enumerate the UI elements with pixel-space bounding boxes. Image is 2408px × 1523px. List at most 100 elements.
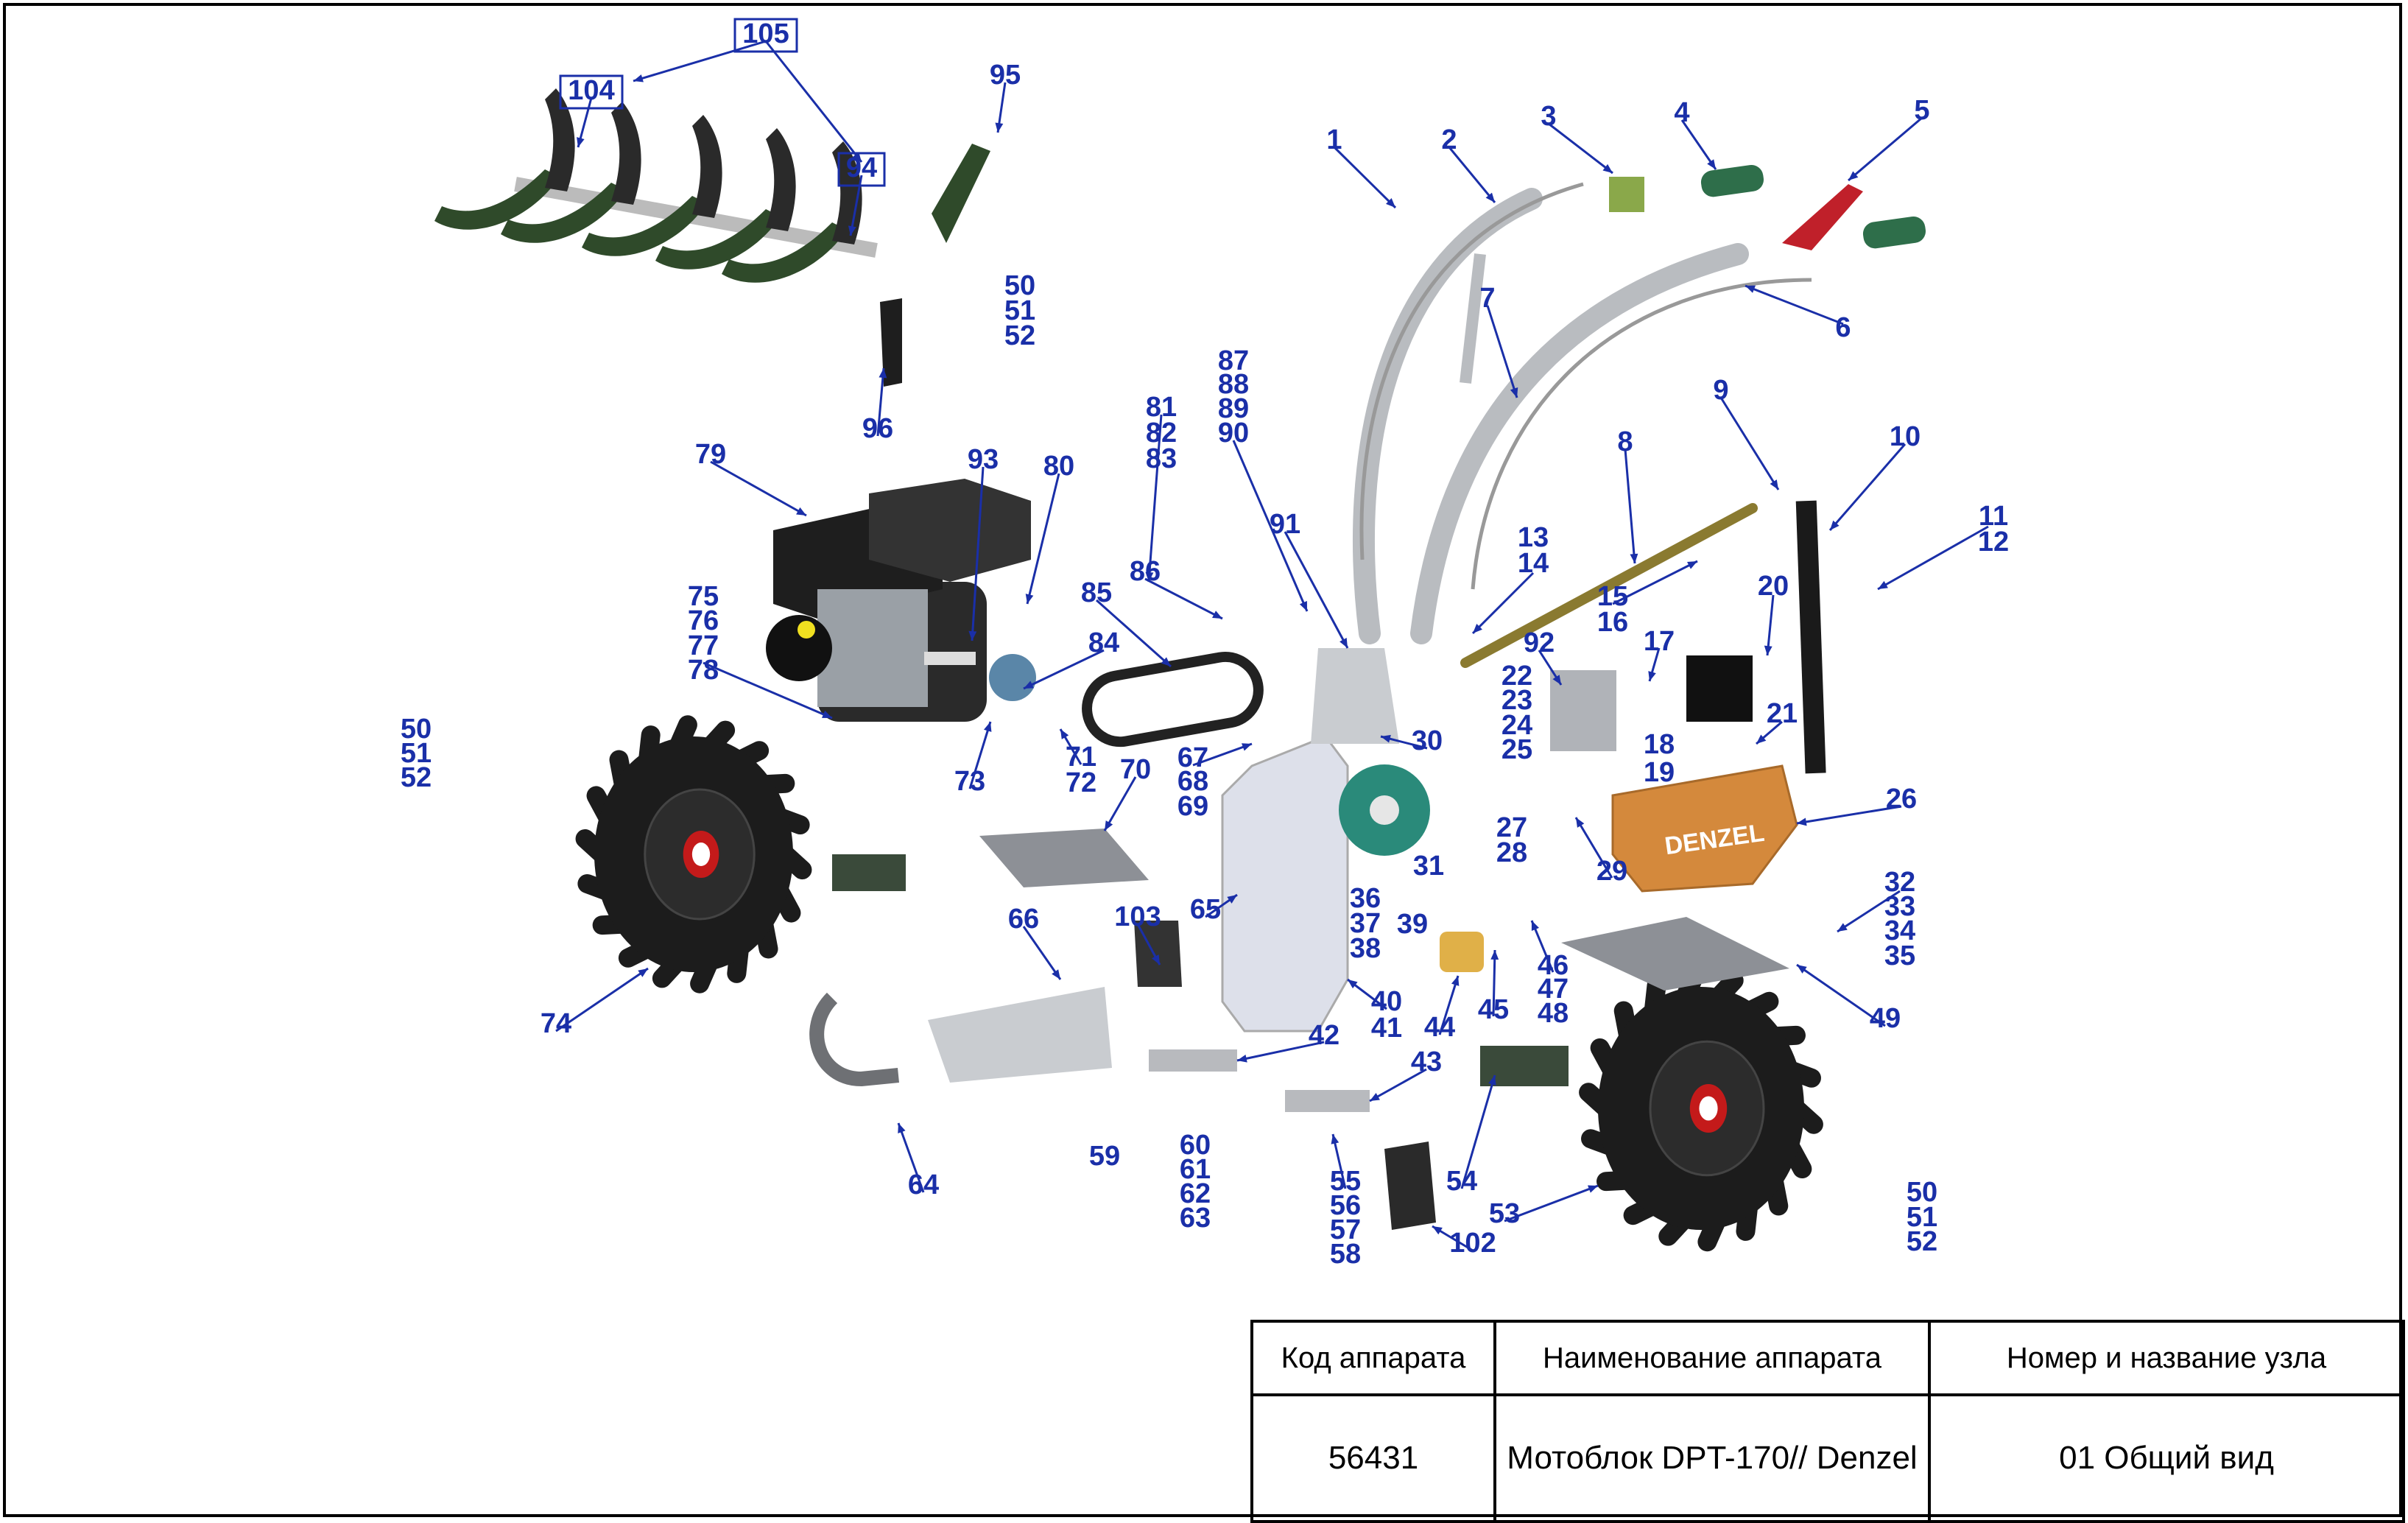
tiller-end-plate-lower [880,298,902,387]
callout-81: 81 [1146,392,1177,423]
callout-84: 84 [1088,627,1119,658]
callout-77: 77 [688,630,719,661]
callout-label: 52 [401,762,432,793]
leader-arrowhead [1473,624,1482,633]
callout-label: 27 [1496,812,1527,843]
leader-arrowhead [638,968,648,977]
callout-label: 85 [1081,577,1112,608]
callout-63: 63 [1180,1203,1211,1234]
callout-label: 12 [1978,527,2009,558]
callout-18: 18 [1644,729,1675,760]
callout-label: 34 [1884,915,1915,946]
engine-crankcase [817,589,928,707]
leader-arrowhead [1152,954,1160,965]
leader-line [1369,1068,1427,1102]
leader-arrowhead [1797,817,1807,826]
callout-label: 53 [1489,1198,1520,1229]
leader-arrowhead [983,722,992,732]
callout-label: 8 [1617,426,1633,457]
callout-repeat: 52 [1004,320,1035,351]
header-assembly-name: Номер и название узла [1928,1320,2405,1396]
callout-label: 26 [1886,784,1917,815]
leader-arrowhead [1370,1092,1380,1101]
callout-55: 55 [1330,1166,1361,1197]
title-block-header-row: Код аппарата Наименование аппарата Номер… [1250,1320,2405,1396]
leader-line [1848,116,1923,182]
transmission-housing [1221,735,1349,1033]
callout-label: 96 [862,413,893,444]
callout-label: 59 [1089,1141,1120,1172]
callout-label: 35 [1884,940,1915,971]
callout-label: 105 [742,18,789,49]
leader-arrowhead [1105,820,1113,831]
leader-arrowhead [1052,969,1060,979]
callout-label: 2 [1441,124,1457,155]
tiller-blade [501,183,626,243]
tiller-blade [582,196,707,256]
callout-label: 50 [401,714,432,745]
callout-repeat: 52 [1907,1226,1937,1257]
callout-box [733,18,798,53]
callout-4: 4 [1674,97,1689,128]
throttle-cable [1359,182,1584,560]
leader-line [1022,926,1062,980]
leader-line [1548,122,1613,175]
title-block-value-row: 56431 Мотоблок DPT-170// Denzel 01 Общий… [1250,1393,2405,1523]
leader-arrowhead [1381,734,1391,743]
leader-line [1192,742,1253,767]
engine-cap [798,621,815,639]
callout-96: 96 [862,413,893,444]
callout-label: 90 [1218,418,1249,449]
callout-74: 74 [541,1008,571,1039]
leader-line [1719,397,1780,490]
engine [766,479,1031,722]
callout-43: 43 [1411,1047,1442,1077]
callout-46: 46 [1538,950,1569,981]
tiller-blade [766,128,796,231]
bushing [1440,932,1484,972]
tiller-blade [434,169,560,230]
leader-arrowhead [1145,571,1154,582]
callout-83: 83 [1146,443,1177,474]
callout-repeat: 51 [1907,1202,1937,1233]
callout-label: 7 [1479,283,1495,314]
callout-71: 71 [1066,742,1096,773]
callout-label: 86 [1130,556,1161,587]
belt-cover [1611,764,1798,893]
callout-57: 57 [1330,1214,1361,1245]
callout-72: 72 [1066,767,1096,798]
engine-shaft [924,652,976,665]
callout-32: 32 [1884,867,1915,898]
leader-line [1877,525,1989,591]
callout-75: 75 [688,581,719,612]
leader-line [1745,284,1844,326]
leader-line [897,1122,925,1193]
callout-label: 19 [1644,757,1675,788]
leader-line [1147,414,1163,583]
callout-20: 20 [1758,571,1789,602]
leader-line [1471,571,1535,635]
callout-67: 67 [1177,742,1208,773]
callout-85: 85 [1081,577,1112,608]
callout-label: 51 [401,738,432,769]
leader-line [1023,649,1105,690]
leader-arrowhead [879,368,887,379]
leader-line [555,967,649,1033]
leader-line [703,661,833,720]
callout-label: 67 [1177,742,1208,773]
leader-arrowhead [1745,285,1756,293]
callout-label: 17 [1644,626,1675,657]
callout-60: 60 [1180,1130,1211,1161]
leader-arrowhead [1060,729,1069,739]
leader-line [1766,594,1775,656]
leader-arrowhead [1227,895,1237,904]
leader-arrowhead [1161,657,1171,666]
callout-label: 56 [1330,1190,1361,1221]
callout-53: 53 [1489,1198,1520,1229]
leader-arrowhead [577,137,585,147]
callout-repeat: 51 [1004,295,1035,326]
callout-10: 10 [1890,421,1921,452]
leader-line [1796,963,1886,1027]
callout-label: 57 [1330,1214,1361,1245]
